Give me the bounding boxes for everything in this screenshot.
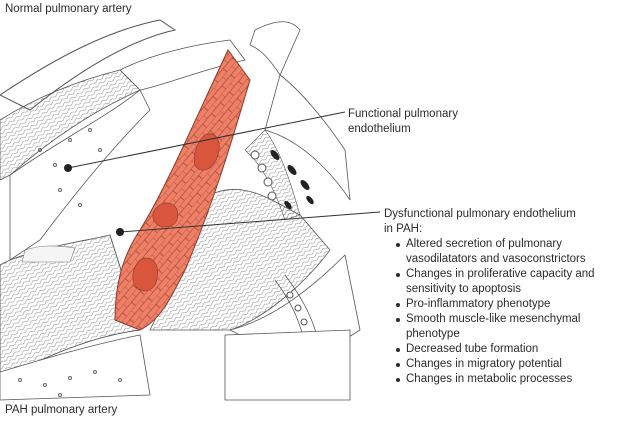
feature-item: Pro-inflammatory phenotype <box>396 297 606 312</box>
dysfunctional-heading-line1: Dysfunctional pulmonary endothelium <box>384 208 576 220</box>
feature-item: Changes in migratory potential <box>396 357 606 372</box>
endothelium-layer <box>114 49 251 331</box>
functional-endothelium-label: Functional pulmonary endothelium <box>348 107 458 137</box>
leader-lines <box>64 111 381 236</box>
functional-endothelium-text: Functional pulmonary endothelium <box>348 108 458 135</box>
feature-item: Smooth muscle-like mesenchymal phenotype <box>396 312 606 342</box>
normal-artery-wall <box>0 19 246 261</box>
normal-artery-title: Normal pulmonary artery <box>5 3 132 15</box>
feature-item: Changes in proliferative capacity and se… <box>396 267 606 297</box>
upper-right-wall <box>244 21 351 221</box>
feature-list: Altered secretion of pulmonary vasodilat… <box>384 237 606 387</box>
feature-item: Altered secretion of pulmonary vasodilat… <box>396 237 606 267</box>
dysfunctional-endothelium-block: Dysfunctional pulmonary endothelium in P… <box>384 207 606 387</box>
pah-artery-wall <box>0 234 151 401</box>
functional-marker-dot <box>64 164 72 172</box>
dysfunctional-marker-dot <box>116 228 124 236</box>
pah-artery-title: PAH pulmonary artery <box>5 404 118 416</box>
feature-item: Changes in metabolic processes <box>396 372 606 387</box>
dysfunctional-heading-line2: in PAH: <box>384 223 423 235</box>
feature-item: Decreased tube formation <box>396 342 606 357</box>
